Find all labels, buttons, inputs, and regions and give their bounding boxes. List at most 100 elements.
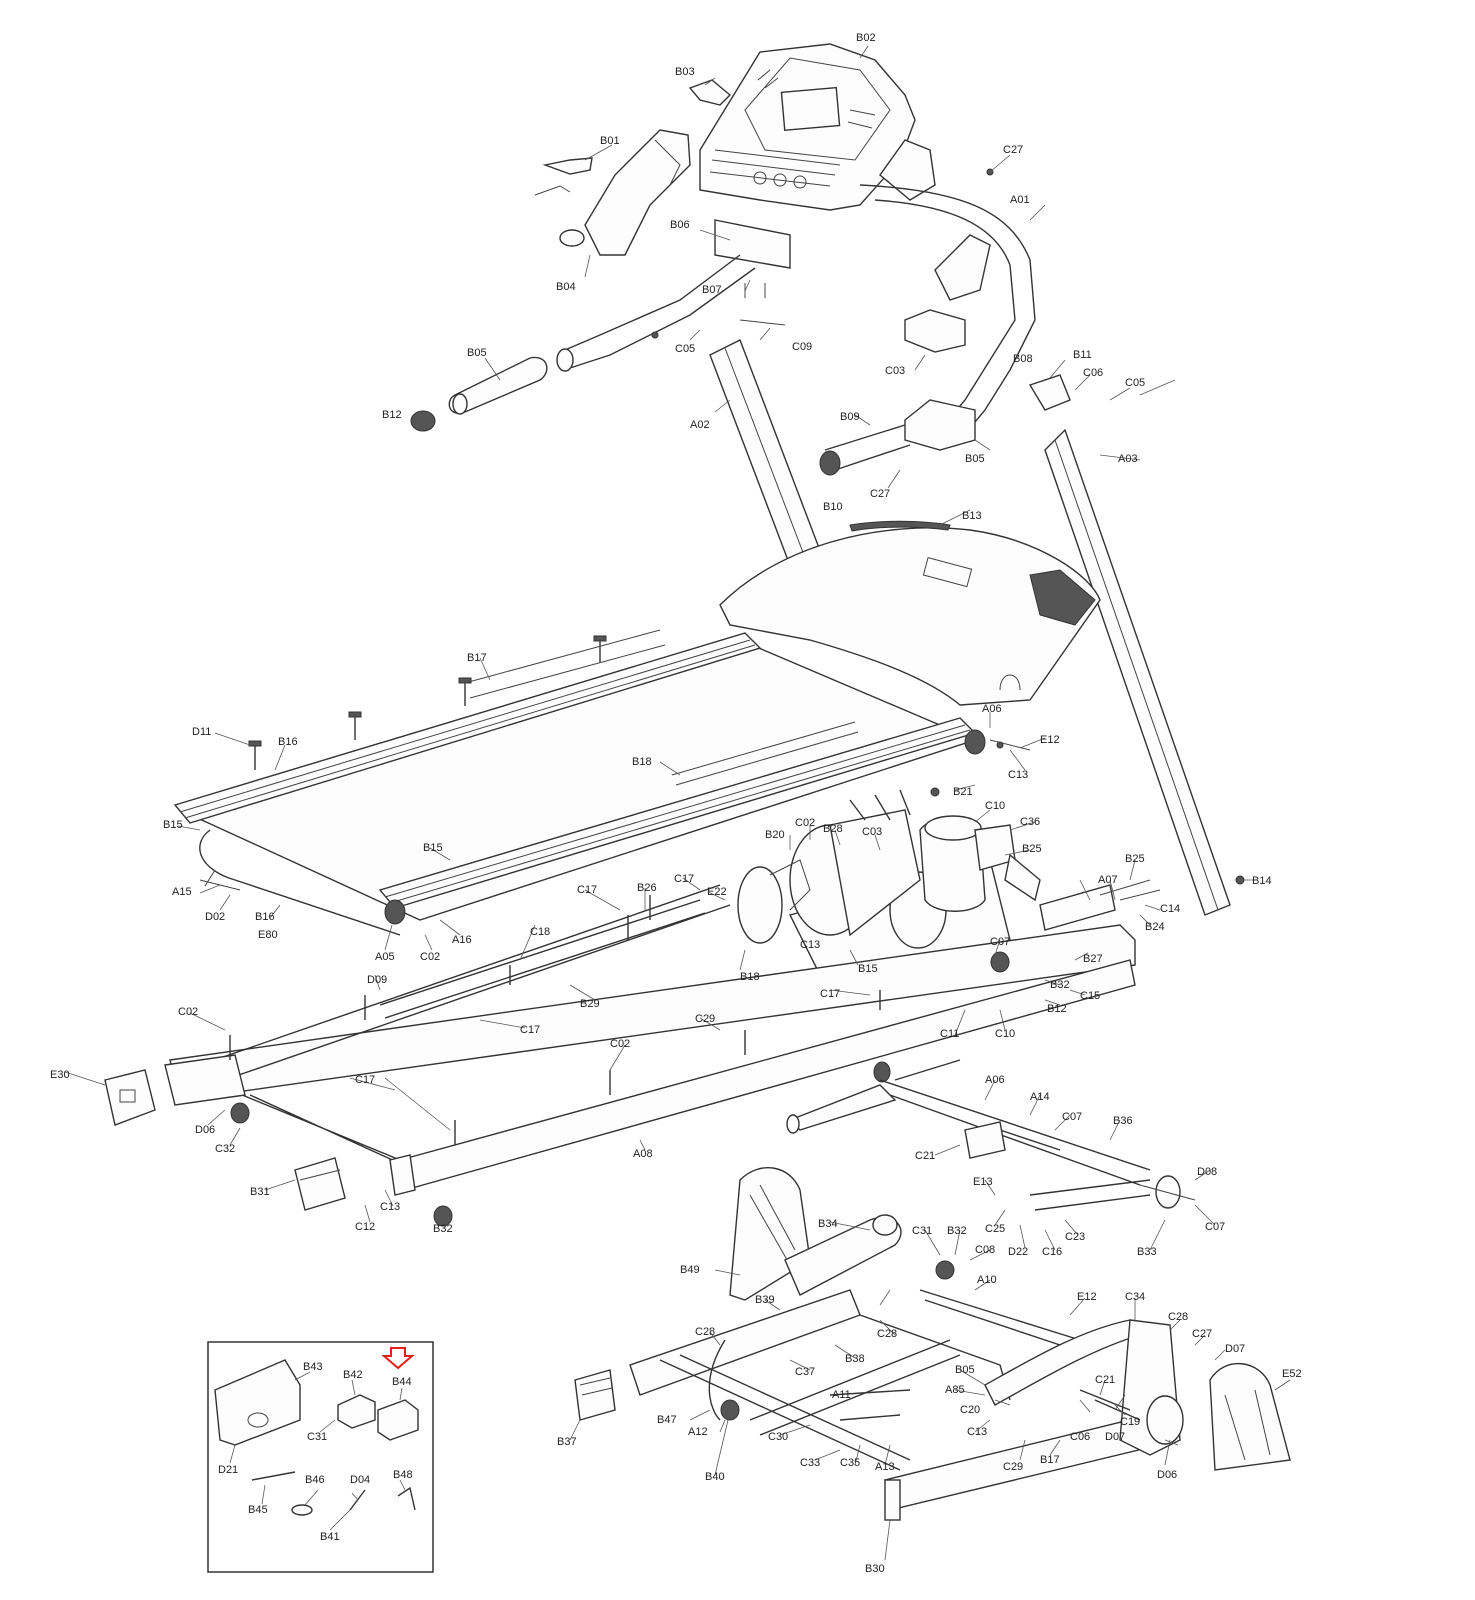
base-frame-a08: [164, 879, 1161, 1227]
handle-end-cap-b12: [410, 410, 436, 432]
label-c29: C29: [695, 1013, 715, 1025]
label-c27c: C27: [1192, 1328, 1212, 1340]
label-c35: C35: [840, 1457, 860, 1469]
label-c28b: C28: [877, 1328, 897, 1340]
label-d07: D07: [1225, 1343, 1245, 1355]
label-c32: C32: [215, 1143, 235, 1155]
label-c07: C07: [990, 936, 1010, 948]
label-a11: A11: [832, 1389, 851, 1401]
label-e22: E22: [707, 886, 727, 898]
label-c10b: C10: [995, 1028, 1015, 1040]
label-c13e: C13: [967, 1426, 987, 1438]
label-c30: C30: [768, 1431, 788, 1443]
label-c21: C21: [915, 1150, 935, 1162]
label-b49: B49: [680, 1264, 700, 1276]
label-b17b: B17: [1040, 1454, 1060, 1466]
label-b09: B09: [840, 411, 860, 423]
label-c27: C27: [1003, 144, 1023, 156]
label-c19: C19: [1120, 1416, 1140, 1428]
lift-arm-e12: [984, 1319, 1142, 1406]
label-c25: C25: [985, 1223, 1005, 1235]
frame-end-block: [164, 1054, 246, 1106]
lift-assembly: [574, 1166, 1291, 1521]
label-c13c: C13: [380, 1201, 400, 1213]
label-c10: C10: [985, 800, 1005, 812]
label-c06: C06: [1083, 367, 1103, 379]
label-a12: A12: [688, 1426, 708, 1438]
label-a10: A10: [977, 1274, 997, 1286]
label-b18: B18: [632, 756, 652, 768]
label-e12: E12: [1040, 734, 1060, 746]
label-c05: C05: [675, 343, 695, 355]
label-d09: D09: [367, 974, 387, 986]
label-c03: C03: [885, 365, 905, 377]
label-e30: E30: [50, 1069, 70, 1081]
label-b32b: B32: [433, 1223, 453, 1235]
label-b40: B40: [705, 1471, 725, 1483]
label-c13: C13: [1008, 769, 1028, 781]
label-d04: D04: [350, 1474, 370, 1486]
label-c28: C28: [695, 1326, 715, 1338]
console-assembly: [410, 43, 1036, 476]
label-c33: C33: [800, 1457, 820, 1469]
hood-vent-grille: [1029, 569, 1096, 626]
label-b18b: B18: [740, 971, 760, 983]
foam-grip-b08: [448, 356, 548, 414]
label-d06b: D06: [1157, 1469, 1177, 1481]
label-c16: C16: [1042, 1246, 1062, 1258]
label-a06b: A06: [985, 1074, 1005, 1086]
label-c07b: C07: [1062, 1111, 1082, 1123]
label-d06: D06: [195, 1124, 215, 1136]
incline-frame-a06: [786, 1059, 1196, 1211]
label-a13: A13: [875, 1461, 895, 1473]
inset-part-b42: [337, 1394, 376, 1429]
motor-hood-b13: [719, 520, 1101, 706]
label-c17: C17: [577, 884, 597, 896]
label-c06b: C06: [1070, 1431, 1090, 1443]
label-a08: A08: [633, 1148, 653, 1160]
label-c02: C02: [795, 817, 815, 829]
label-b01: B01: [600, 135, 620, 147]
rear-roller-a05: [384, 899, 406, 925]
label-a85: A85: [945, 1384, 965, 1396]
label-b43: B43: [303, 1361, 323, 1373]
label-b32: B32: [1050, 979, 1070, 991]
label-b05c: B05: [955, 1364, 975, 1376]
label-b03: B03: [675, 66, 695, 78]
label-d21: D21: [218, 1464, 238, 1476]
label-a15: A15: [172, 886, 192, 898]
label-c17c: C17: [820, 988, 840, 1000]
label-c07c: C07: [1205, 1221, 1225, 1233]
label-c27b: C27: [870, 488, 890, 500]
label-b31: B31: [250, 1186, 270, 1198]
label-b41: B41: [320, 1531, 340, 1543]
label-b28: B28: [823, 823, 843, 835]
label-c23: C23: [1065, 1231, 1085, 1243]
label-b44: B44: [392, 1376, 412, 1388]
label-b10: B10: [823, 501, 843, 513]
label-b33: B33: [1137, 1246, 1157, 1258]
label-b27: B27: [1083, 953, 1103, 965]
label-c09: C09: [792, 341, 812, 353]
label-c17b: C17: [674, 873, 694, 885]
label-b08: B08: [1013, 353, 1033, 365]
label-b25: B25: [1022, 843, 1042, 855]
label-b12b: B12: [1047, 1003, 1067, 1015]
right-handle-end-cap: [819, 450, 841, 476]
label-b12: B12: [382, 409, 402, 421]
label-b42: B42: [343, 1369, 363, 1381]
label-c36: C36: [1020, 816, 1040, 828]
label-b34: B34: [818, 1218, 838, 1230]
label-d22: D22: [1008, 1246, 1028, 1258]
label-c02c: C02: [178, 1006, 198, 1018]
label-c12: C12: [355, 1221, 375, 1233]
label-b15: B15: [163, 819, 183, 831]
label-b26: B26: [637, 882, 657, 894]
label-c18: C18: [530, 926, 550, 938]
side-rail-left-b15: [173, 632, 762, 824]
speed-key-b01: [542, 157, 593, 175]
label-b16b: B16: [255, 911, 275, 923]
label-c03b: C03: [862, 826, 882, 838]
label-e13: E13: [973, 1176, 993, 1188]
